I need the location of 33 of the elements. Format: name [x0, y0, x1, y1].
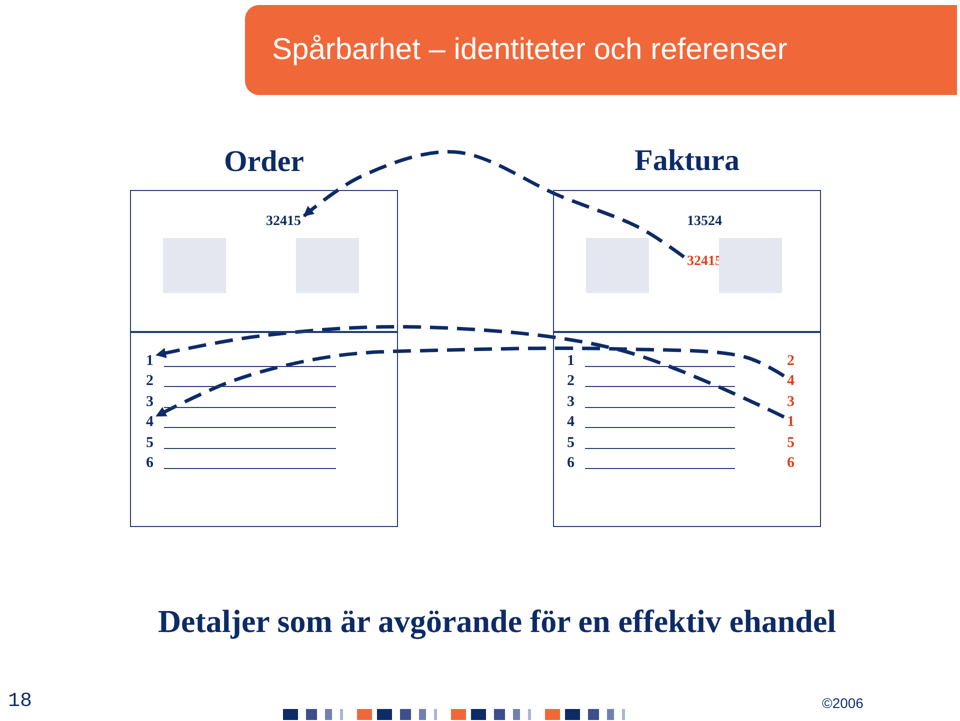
line-number: 2 [567, 374, 574, 389]
copyright-text: ©2006 [822, 695, 864, 711]
page-number: 18 [8, 690, 32, 713]
line-number: 6 [567, 456, 574, 471]
reference-number: 6 [787, 456, 794, 471]
document-number: 13524 [687, 215, 722, 229]
reference-number: 3 [787, 395, 794, 410]
dashed-arrow [156, 346, 785, 418]
box-heading: Order [223, 145, 305, 179]
placeholder-box [719, 238, 782, 293]
title: Spårbarhet – identiteter och referenser [272, 33, 788, 67]
reference-number: 4 [787, 374, 794, 389]
line-number: 2 [146, 374, 154, 389]
reference-number: 2 [787, 354, 794, 369]
placeholder-box [296, 238, 359, 293]
line-number: 1 [146, 354, 154, 369]
line-number: 5 [567, 436, 574, 451]
placeholder-box [586, 238, 649, 293]
line-number: 6 [146, 456, 154, 471]
reference-number: 5 [787, 436, 794, 451]
line-number: 4 [146, 415, 154, 430]
line-number: 1 [567, 354, 574, 369]
line-number: 4 [567, 415, 574, 430]
placeholder-box [163, 238, 226, 293]
line-number: 3 [146, 395, 154, 410]
dashed-arrow [302, 150, 686, 258]
document-number: 32415 [266, 215, 301, 229]
line-number: 5 [146, 436, 154, 451]
dashed-arrow [155, 324, 785, 419]
box-heading: Faktura [634, 144, 740, 178]
reference-number: 1 [787, 415, 794, 430]
line-number: 3 [567, 395, 574, 410]
caption: Detaljer som är avgörande för en effektiv ehandel [156, 603, 838, 640]
